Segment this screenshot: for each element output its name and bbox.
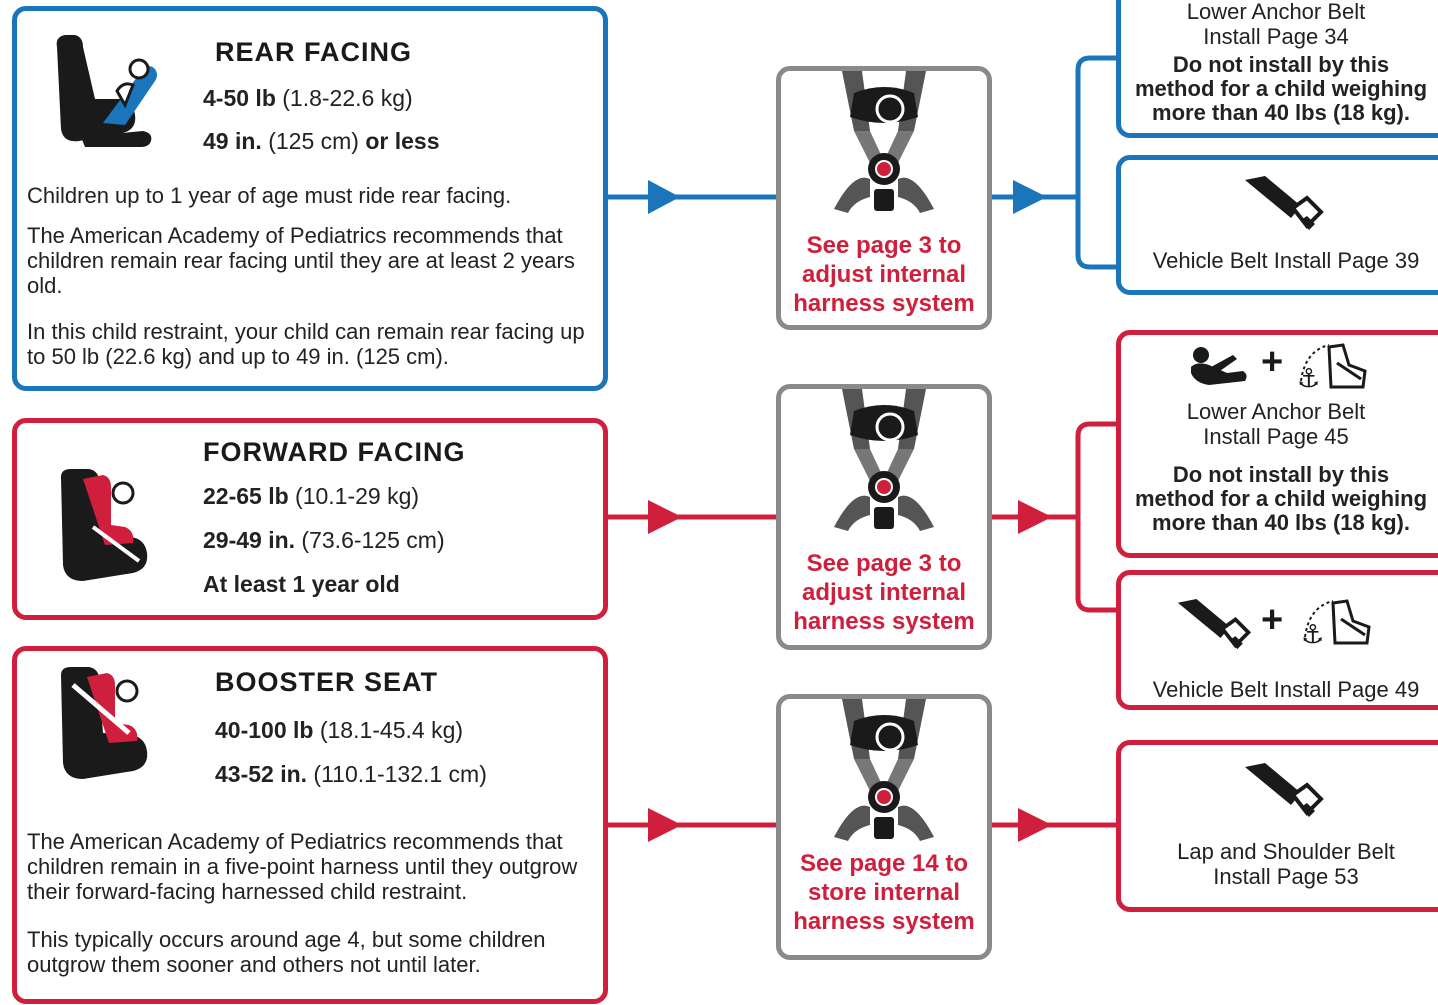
booster-seat-card: BOOSTER SEAT 40-100 lb (18.1-45.4 kg) 43… [12, 646, 608, 1004]
booster-connectors [605, 808, 1120, 842]
forward-facing-seat-icon [61, 469, 148, 581]
forward-facing-title: FORWARD FACING [203, 437, 466, 467]
booster-age-text: This typically occurs around age 4, but … [27, 927, 546, 977]
rear-aap-text: The American Academy of Pediatrics recom… [27, 223, 575, 298]
harness-note-1: See page 3 to adjust internal harness sy… [793, 232, 975, 317]
arrow-right-icon [648, 808, 682, 842]
arrow-right-icon [1018, 500, 1052, 534]
booster-weight-range: 40-100 lb (18.1-45.4 kg) [215, 717, 464, 743]
rear-height-range: 49 in. (125 cm) or less [203, 128, 440, 154]
seat-belt-icon [1245, 176, 1324, 230]
rear-facing-card: REAR FACING 4-50 lb (1.8-22.6 kg) 49 in.… [12, 6, 608, 391]
arrow-right-icon [1018, 808, 1052, 842]
rear-vehicle-belt-label: Vehicle Belt Install Page 39 [1152, 248, 1420, 273]
booster-height-range: 43-52 in. (110.1-132.1 cm) [215, 761, 487, 787]
harness-icon [834, 71, 934, 213]
forward-age: At least 1 year old [203, 571, 400, 597]
harness-note-2: See page 3 to adjust internal harness sy… [793, 550, 975, 635]
fwd-vehicle-belt-card: + ⚓ Vehicle Belt Install Page 49 [1116, 570, 1438, 710]
plus-sign: + [1261, 341, 1284, 383]
rear-limit-text: In this child restraint, your child can … [27, 319, 585, 369]
rear-lower-anchor-warning: Do not install by this method for a chil… [1134, 52, 1428, 125]
fwd-vehicle-belt-label: Vehicle Belt Install Page 49 [1152, 677, 1420, 702]
rear-facing-seat-icon [56, 35, 157, 147]
forward-connectors [605, 421, 1120, 613]
harness-note-3: See page 14 to store internal harness sy… [793, 850, 975, 935]
harness-card-3: See page 14 to store internal harness sy… [776, 694, 992, 960]
rear-rule-text: Children up to 1 year of age must ride r… [27, 183, 512, 208]
booster-seat-title: BOOSTER SEAT [215, 667, 439, 697]
arrow-right-icon [1013, 180, 1047, 214]
forward-facing-card: FORWARD FACING 22-65 lb (10.1-29 kg) 29-… [12, 418, 608, 620]
arrow-right-icon [648, 180, 680, 214]
arrow-right-icon [648, 500, 682, 534]
booster-seat-icon [61, 667, 148, 779]
seat-belt-icon [1177, 599, 1252, 650]
svg-text:⚓: ⚓ [1301, 620, 1324, 647]
vehicle-belt-icons: + ⚓ [1177, 597, 1397, 653]
booster-aap-text: The American Academy of Pediatrics recom… [27, 829, 578, 904]
anchor-seat-icon: ⚓ [1297, 343, 1367, 391]
harness-card-1: See page 3 to adjust internal harness sy… [776, 66, 992, 330]
forward-weight-range: 22-65 lb (10.1-29 kg) [203, 483, 420, 509]
harness-icon [834, 389, 934, 531]
plus-sign: + [1261, 599, 1284, 641]
lower-anchor-icons: + ⚓ [1187, 341, 1387, 391]
fwd-lower-anchor-warning: Do not install by this method for a chil… [1134, 462, 1428, 535]
seat-belt-icon [1245, 763, 1324, 817]
rear-connectors [605, 55, 1120, 270]
anchor-seat-icon: ⚓ [1301, 599, 1371, 647]
svg-text:⚓: ⚓ [1297, 364, 1320, 391]
harness-icon [834, 699, 934, 841]
rear-weight-range: 4-50 lb (1.8-22.6 kg) [203, 85, 413, 111]
forward-height-range: 29-49 in. (73.6-125 cm) [203, 527, 445, 553]
rear-vehicle-belt-card: Vehicle Belt Install Page 39 [1116, 155, 1438, 295]
child-seat-icon [1191, 347, 1247, 385]
harness-card-2: See page 3 to adjust internal harness sy… [776, 384, 992, 650]
rear-facing-title: REAR FACING [215, 37, 413, 67]
